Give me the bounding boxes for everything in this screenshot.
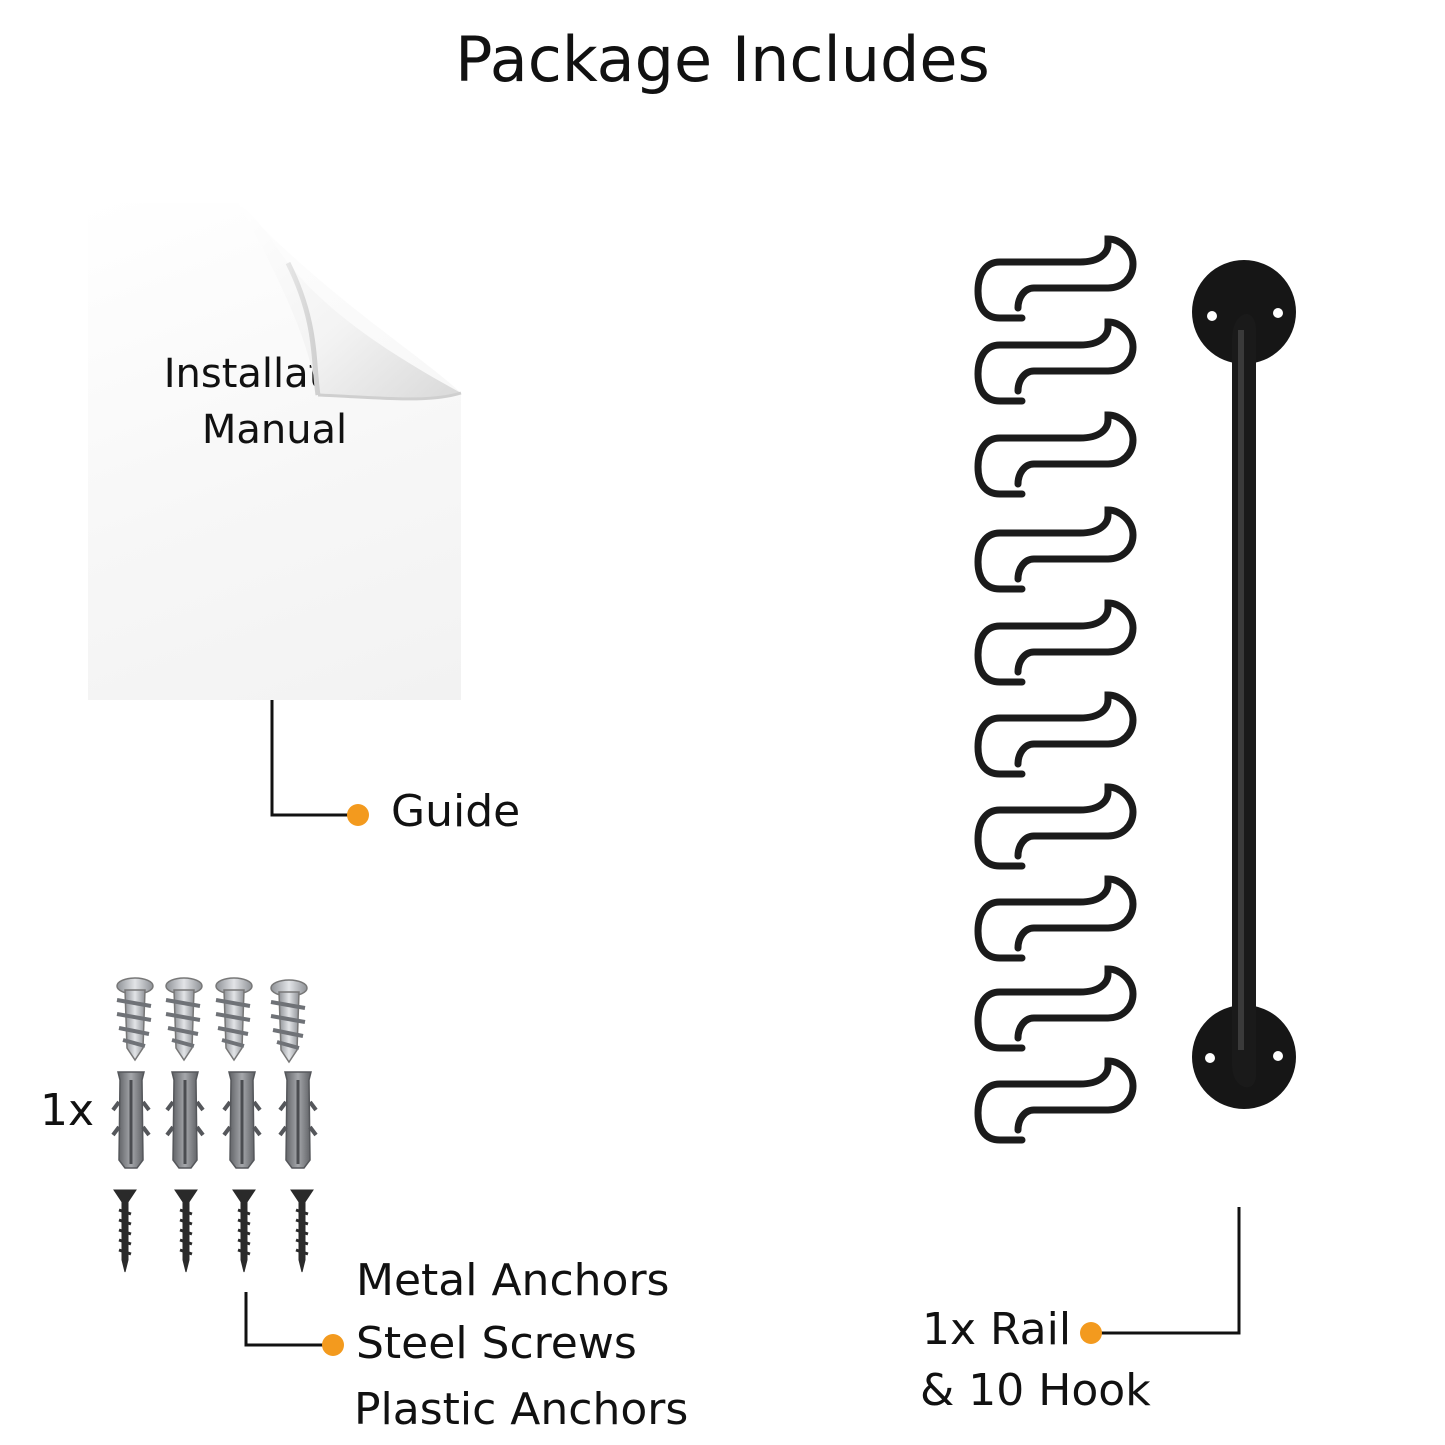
plastic-anchor-icon bbox=[111, 1071, 151, 1169]
guide-label: Guide bbox=[391, 786, 521, 837]
steel-screw-icon bbox=[232, 1189, 256, 1273]
page-title: Package Includes bbox=[455, 23, 990, 96]
metal-anchor-icon bbox=[165, 977, 203, 1062]
s-hook-icon bbox=[974, 599, 1137, 686]
metal-anchors bbox=[116, 977, 308, 1064]
plastic-anchors bbox=[111, 1071, 318, 1169]
steel-screws-label: Steel Screws bbox=[356, 1318, 637, 1369]
rail-bar-icon bbox=[1192, 260, 1296, 1109]
hooks-label: & 10 Hook bbox=[920, 1365, 1151, 1416]
s-hooks bbox=[974, 235, 1137, 1144]
s-hook-icon bbox=[974, 235, 1137, 322]
steel-screw-icon bbox=[174, 1189, 198, 1273]
s-hook-icon bbox=[974, 783, 1137, 870]
metal-anchor-icon bbox=[215, 977, 253, 1062]
manual-title-line2: Manual bbox=[201, 407, 348, 453]
s-hook-icon bbox=[974, 318, 1137, 405]
steel-screw-icon bbox=[290, 1189, 314, 1273]
page-curl-icon bbox=[238, 203, 462, 401]
metal-anchors-label: Metal Anchors bbox=[356, 1255, 670, 1306]
s-hook-icon bbox=[974, 1057, 1137, 1144]
plastic-anchor-icon bbox=[222, 1071, 262, 1169]
metal-anchor-icon bbox=[270, 979, 308, 1064]
s-hook-icon bbox=[974, 411, 1137, 498]
s-hook-icon bbox=[974, 506, 1137, 593]
plastic-anchor-icon bbox=[165, 1071, 205, 1169]
rail-label: 1x Rail bbox=[922, 1304, 1072, 1355]
s-hook-icon bbox=[974, 875, 1137, 962]
s-hook-icon bbox=[974, 691, 1137, 778]
s-hook-icon bbox=[974, 965, 1137, 1052]
steel-screws bbox=[113, 1189, 314, 1273]
plastic-anchors-label: Plastic Anchors bbox=[354, 1384, 689, 1435]
steel-screw-icon bbox=[113, 1189, 137, 1273]
metal-anchor-icon bbox=[116, 977, 154, 1062]
plastic-anchor-icon bbox=[278, 1071, 318, 1169]
hardware-count-label: 1x bbox=[40, 1085, 95, 1136]
